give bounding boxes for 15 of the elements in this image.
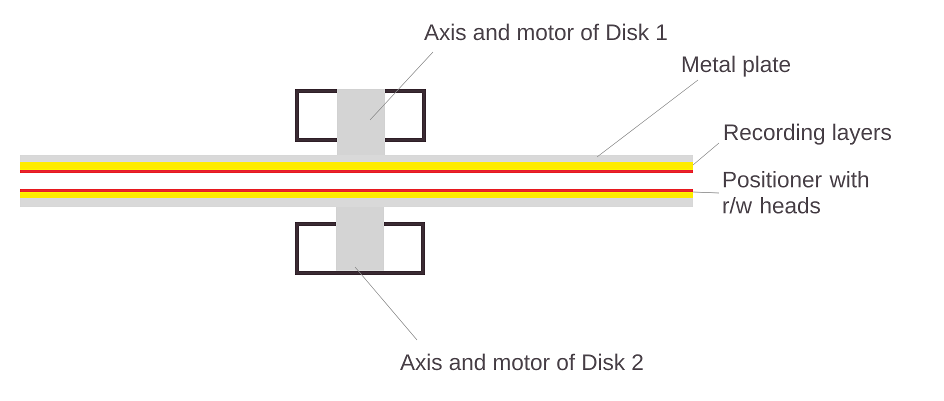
layer-band (20, 189, 693, 198)
part-label: Recording layers (724, 124, 891, 145)
plate-band (20, 155, 693, 162)
leader-line (370, 52, 434, 120)
layer-band (20, 162, 693, 173)
motor-housing (295, 207, 425, 275)
leader-line (692, 142, 720, 166)
part-label: Positioner with r/w heads (724, 170, 868, 214)
leader-line (692, 192, 720, 194)
motor-housing (295, 89, 426, 155)
leader-line (354, 266, 418, 340)
part-label: Axis and motor of Disk 1 (424, 24, 667, 40)
leader-line (596, 80, 698, 158)
part-label: Axis and motor of Disk 2 (400, 354, 643, 370)
part-label: Metal plate (682, 56, 790, 77)
